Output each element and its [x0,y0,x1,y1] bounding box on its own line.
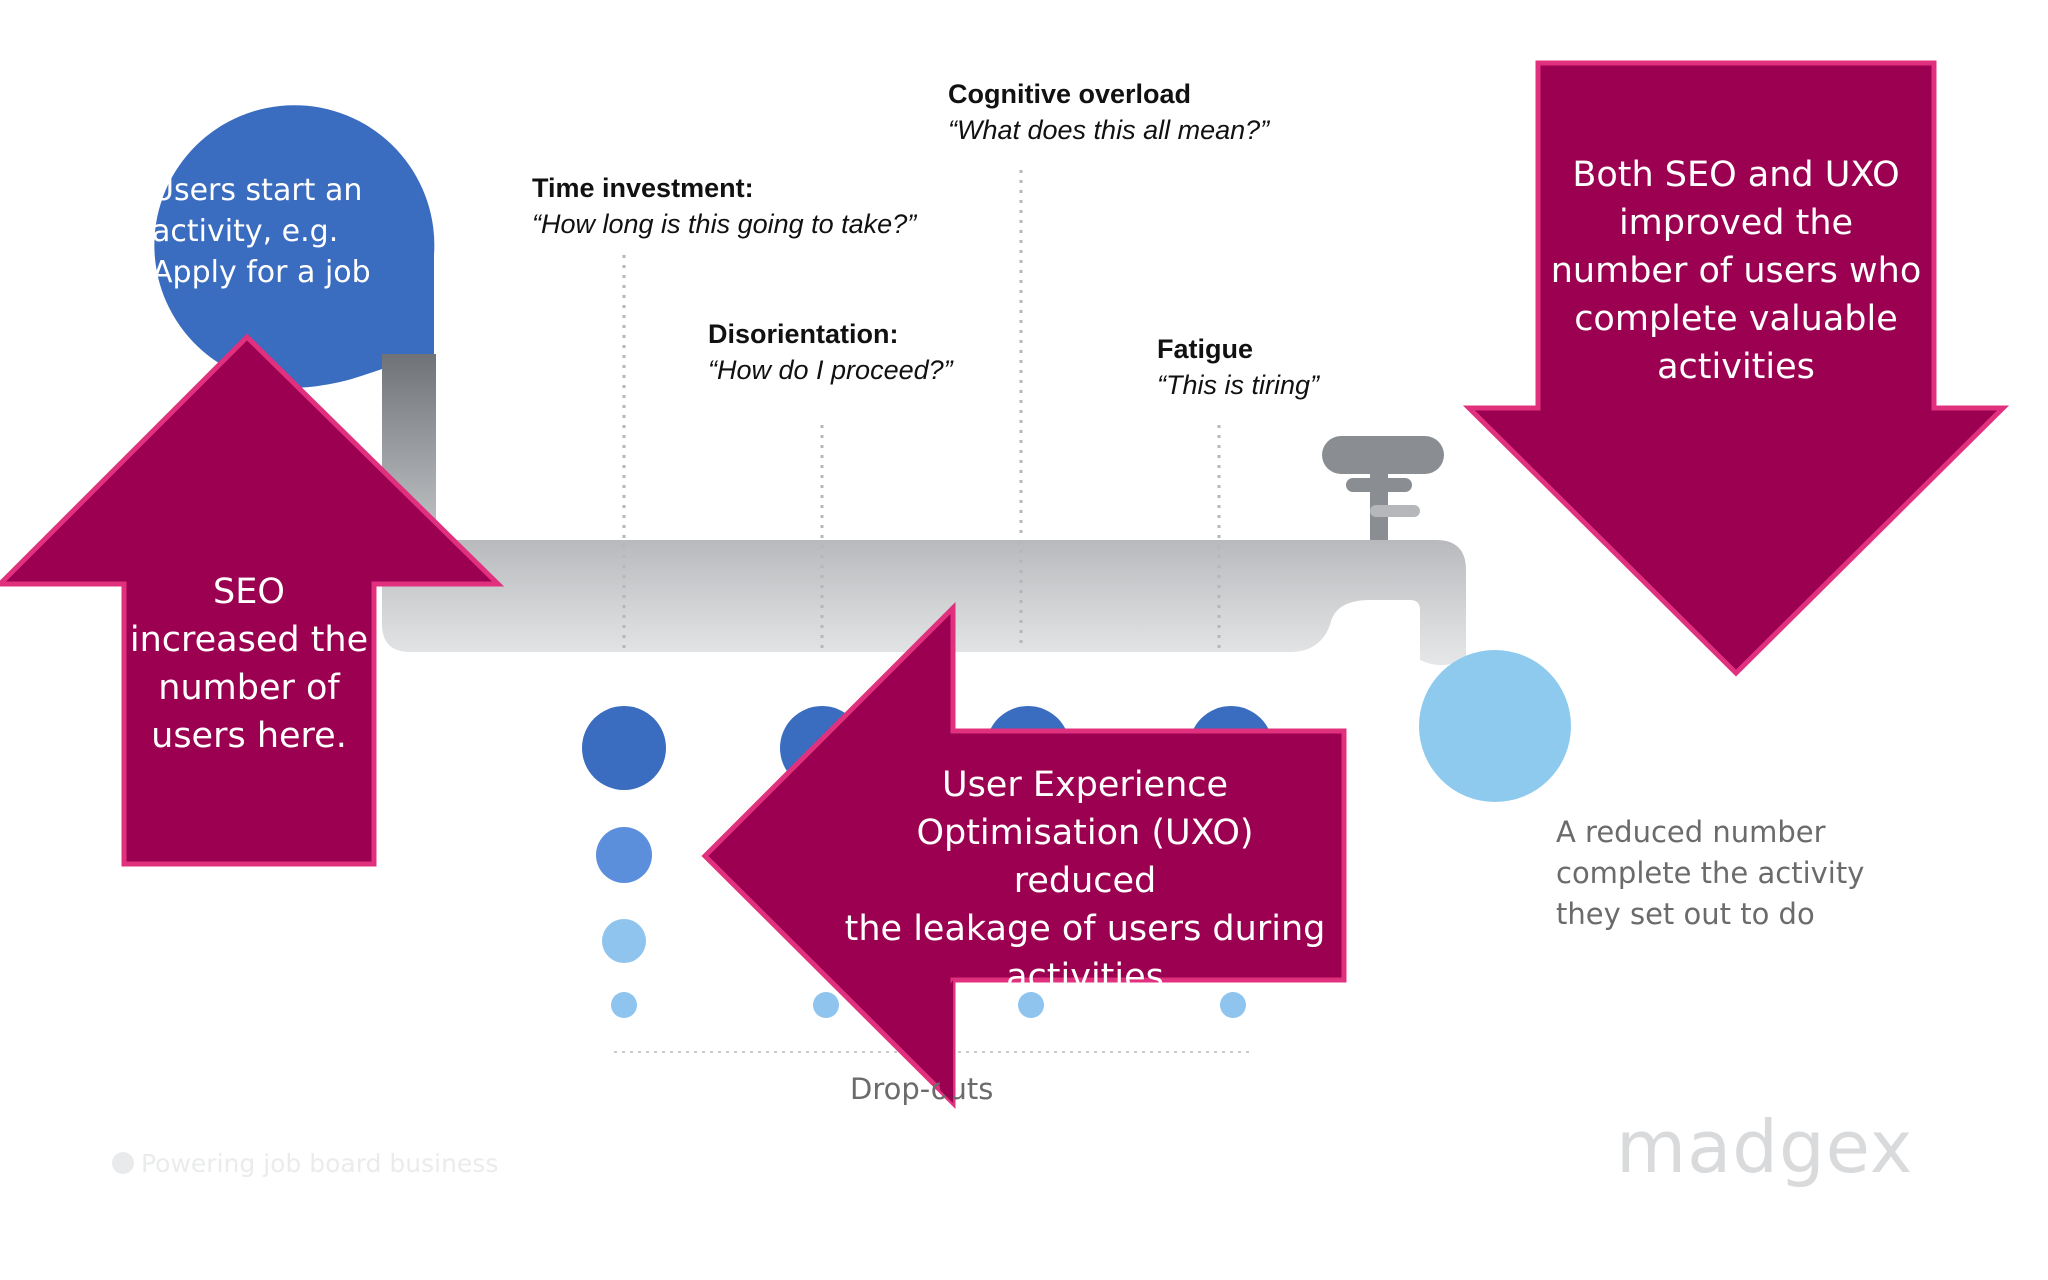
result-text: A reduced number complete the activity t… [1556,812,1864,935]
stage-quote: “How do I proceed?” [708,355,953,385]
uxo-arrow [701,601,1347,1110]
dropouts-label: Drop-outs [850,1072,994,1106]
stage-guides [622,170,1221,650]
uxo-line-2: Optimisation (UXO) reduced [916,813,1254,901]
uxo-line-3: the leakage of users during [844,909,1326,949]
both-line-2: improved the [1618,203,1854,243]
both-arrow-text: Both SEO and UXO improved the number of … [1540,151,1932,391]
tap-valve [1322,436,1444,540]
start-bubble [154,105,435,388]
uxo-line-4: activities [1006,957,1164,997]
stage-quote: “What does this all mean?” [948,115,1270,145]
start-bubble-line-2: activity, e.g. [152,214,339,249]
both-line-4: complete valuable [1574,299,1898,339]
both-arrow [1462,60,2010,677]
uxo-arrow-text: User Experience Optimisation (UXO) reduc… [840,761,1330,1001]
result-drop [1419,650,1571,802]
madgex-logo: madgex [1616,1105,1914,1189]
stage-label-disorientation: Disorientation: “How do I proceed?” [708,316,953,388]
both-line-1: Both SEO and UXO [1572,155,1900,195]
stage-title: Time investment: [532,173,754,203]
stage-quote: “This is tiring” [1157,370,1320,400]
start-bubble-line-3: Apply for a job [152,255,371,290]
seo-arrow-text: SEO increased the number of users here. [124,568,374,760]
result-line-1: A reduced number [1556,815,1826,849]
uxo-line-1: User Experience [941,765,1229,805]
both-line-5: activities [1657,347,1815,387]
start-bubble-text: Users start an activity, e.g. Apply for … [152,170,402,293]
footer-tagline: Powering job board business [141,1149,499,1178]
start-bubble-line-1: Users start an [152,173,363,208]
seo-line-4: users here. [151,716,347,756]
result-line-2: complete the activity [1556,856,1865,890]
seo-line-1: SEO [213,572,285,612]
stage-quote: “How long is this going to take?” [532,209,917,239]
stage-title: Fatigue [1157,334,1254,364]
stage-title: Disorientation: [708,319,899,349]
stage-label-time-investment: Time investment: “How long is this going… [532,170,916,242]
seo-arrow [0,333,505,867]
footer-dot [112,1152,134,1174]
both-line-3: number of users who [1550,251,1922,291]
result-line-3: they set out to do [1556,897,1815,931]
stage-label-cognitive-overload: Cognitive overload “What does this all m… [948,76,1269,148]
seo-line-2: increased the [129,620,369,660]
seo-line-3: number of [158,668,340,708]
stage-label-fatigue: Fatigue “This is tiring” [1157,331,1319,403]
pipe-horizontal [382,540,1466,666]
dropouts-column-1 [582,706,666,1018]
stage-title: Cognitive overload [948,79,1192,109]
